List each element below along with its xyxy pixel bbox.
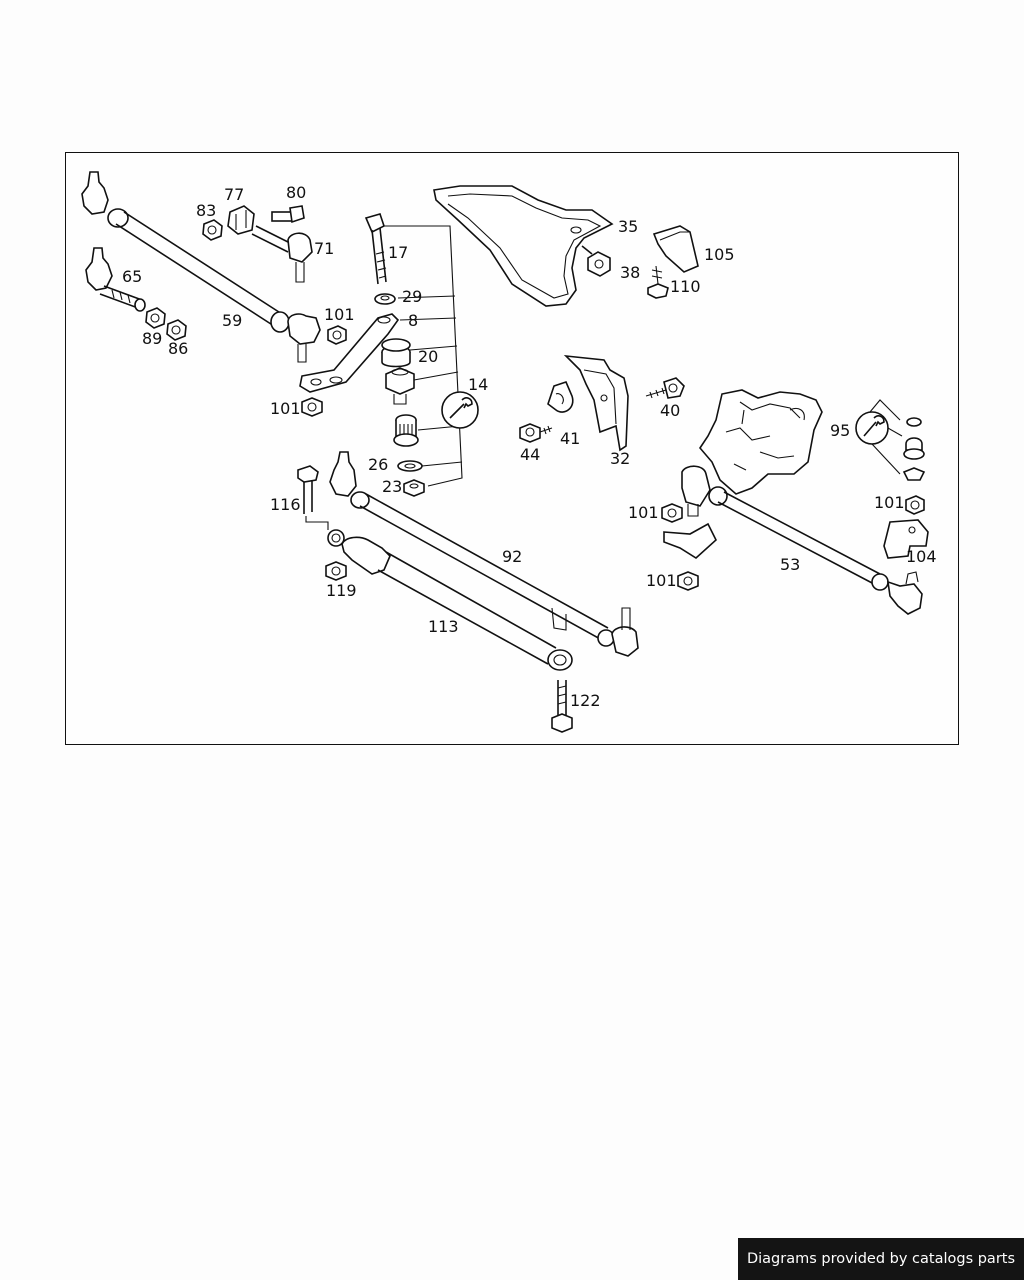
label-71: 71 xyxy=(314,239,334,258)
label-53: 53 xyxy=(780,555,800,574)
label-101-lower: 101 xyxy=(646,571,677,590)
label-101-right: 101 xyxy=(874,493,905,512)
label-80: 80 xyxy=(286,183,306,202)
label-41: 41 xyxy=(560,429,580,448)
tie-rod-end-65 xyxy=(85,247,146,312)
label-83: 83 xyxy=(196,201,216,220)
label-32: 32 xyxy=(610,449,630,468)
label-14: 14 xyxy=(468,375,488,394)
label-20: 20 xyxy=(418,347,438,366)
splined-shaft xyxy=(393,414,419,447)
label-86: 86 xyxy=(168,339,188,358)
label-119: 119 xyxy=(326,581,357,600)
bolt-122 xyxy=(551,680,573,733)
shield-35 xyxy=(433,185,614,307)
nut-83 xyxy=(202,219,223,241)
label-89: 89 xyxy=(142,329,162,348)
label-40: 40 xyxy=(660,401,680,420)
bearing-housing xyxy=(385,367,415,405)
nut-101-top xyxy=(327,325,347,345)
label-101-top: 101 xyxy=(324,305,355,324)
rod-92 xyxy=(329,451,639,657)
label-92: 92 xyxy=(502,547,522,566)
bracket-105 xyxy=(652,225,699,273)
label-17: 17 xyxy=(388,243,408,262)
label-95: 95 xyxy=(830,421,850,440)
bracket-under-box xyxy=(663,522,717,559)
washer-29 xyxy=(374,293,396,305)
nut-101-idler xyxy=(301,397,323,417)
bolt-116 xyxy=(297,465,329,530)
screw-44 xyxy=(519,423,553,443)
label-113: 113 xyxy=(428,617,459,636)
label-105: 105 xyxy=(704,245,735,264)
label-59: 59 xyxy=(222,311,242,330)
rod-113 xyxy=(341,536,573,671)
wrench-icon-95 xyxy=(855,399,903,475)
label-65: 65 xyxy=(122,267,142,286)
nut-86 xyxy=(166,319,187,341)
label-38: 38 xyxy=(620,263,640,282)
label-26: 26 xyxy=(368,455,388,474)
label-116: 116 xyxy=(270,495,301,514)
label-23: 23 xyxy=(382,477,402,496)
nut-38 xyxy=(581,245,611,277)
label-44: 44 xyxy=(520,445,540,464)
screw-40 xyxy=(645,377,685,399)
label-35: 35 xyxy=(618,217,638,236)
screw-110 xyxy=(647,265,669,299)
nut-101-box xyxy=(661,503,683,523)
wrench-icon-14 xyxy=(441,391,479,429)
tie-rod-53 xyxy=(681,465,923,615)
label-104: 104 xyxy=(906,547,937,566)
part-labels: 17 29 8 20 14 26 23 35 38 105 110 83 77 … xyxy=(122,183,937,710)
label-77: 77 xyxy=(224,185,244,204)
bolt-80 xyxy=(271,205,305,224)
nut-101-right xyxy=(905,495,925,515)
ball-joint-71 xyxy=(251,225,313,283)
drag-link-59 xyxy=(81,171,321,363)
label-110: 110 xyxy=(670,277,701,296)
clamp-41 xyxy=(547,381,574,413)
washer-26 xyxy=(397,460,423,472)
steering-gearbox xyxy=(698,389,823,495)
nut-101-lower xyxy=(677,571,699,591)
bolt-17 xyxy=(364,213,387,285)
bracket-104 xyxy=(883,519,929,559)
bushing-20 xyxy=(381,338,411,368)
label-8: 8 xyxy=(408,311,418,330)
label-122: 122 xyxy=(570,691,601,710)
bushing-77 xyxy=(227,205,255,235)
idler-arm-8 xyxy=(299,313,400,393)
bracket-32 xyxy=(563,354,629,452)
label-101-idler: 101 xyxy=(270,399,301,418)
nut-119 xyxy=(325,529,347,581)
small-parts-95 xyxy=(902,417,926,481)
credit-footer: Diagrams provided by catalogs parts xyxy=(738,1238,1024,1280)
nut-89 xyxy=(145,307,166,329)
label-29: 29 xyxy=(402,287,422,306)
nut-23 xyxy=(403,479,425,497)
label-101-box: 101 xyxy=(628,503,659,522)
